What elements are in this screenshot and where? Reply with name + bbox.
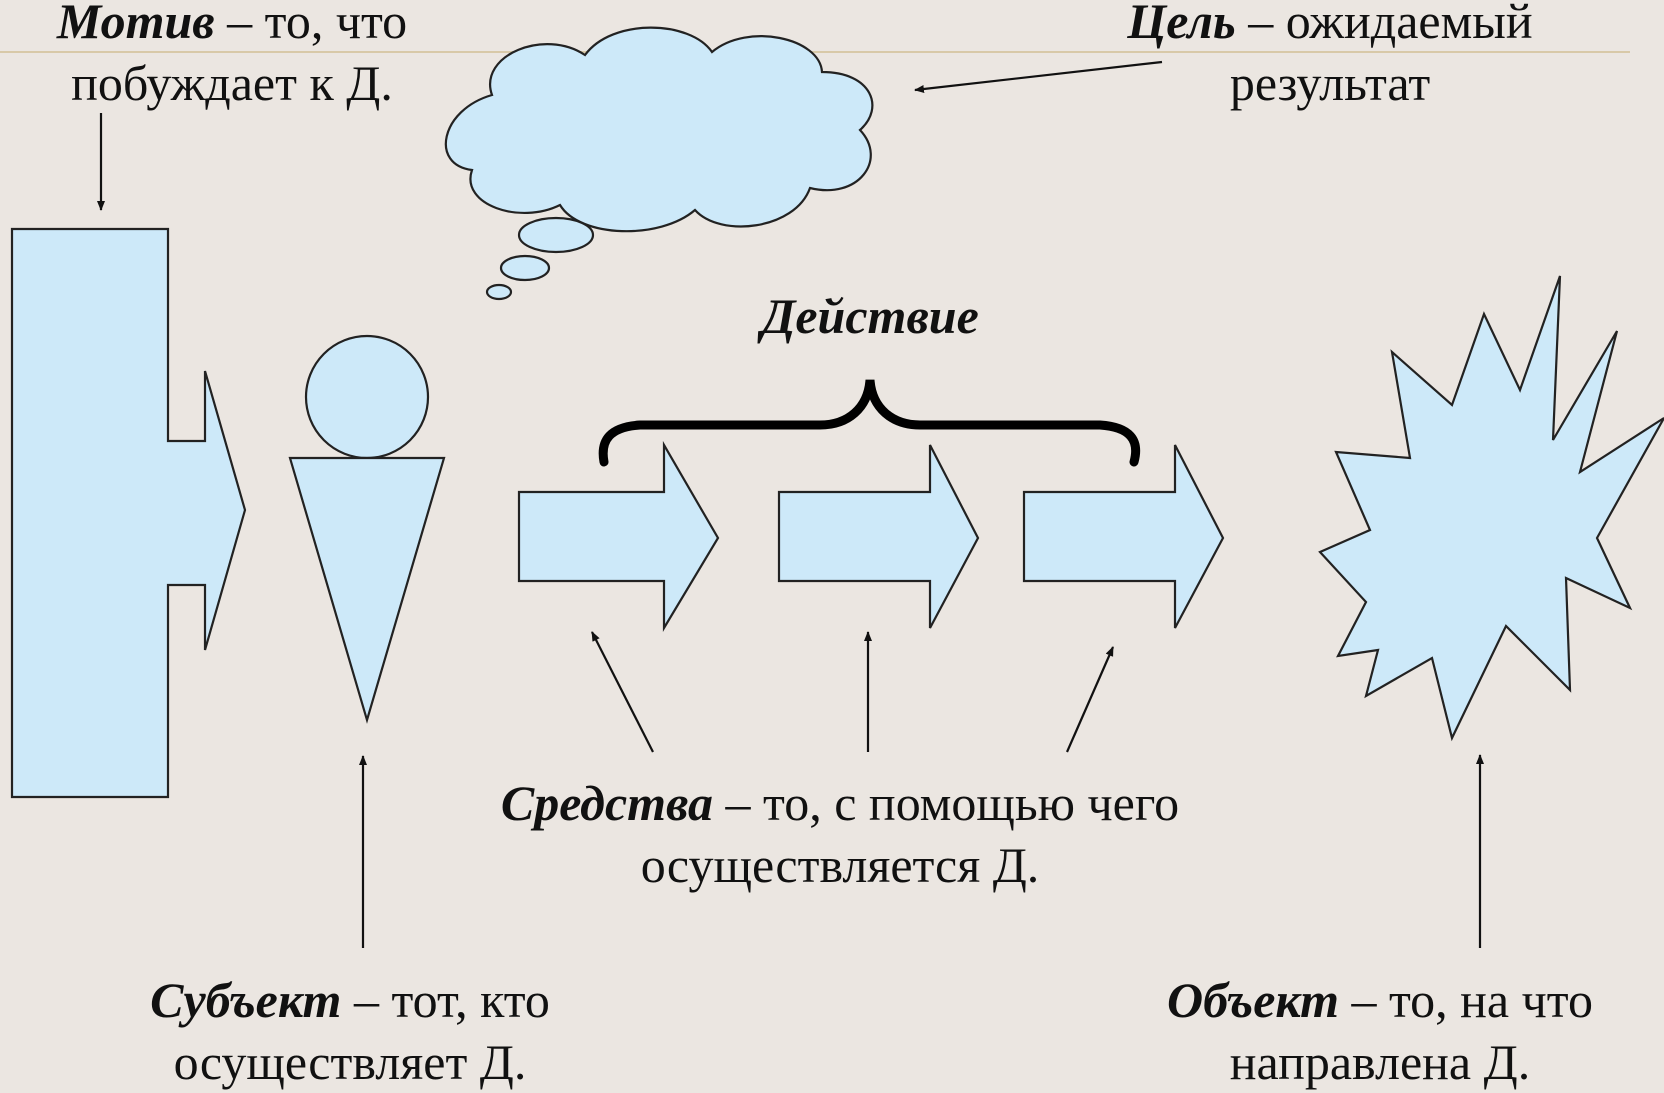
means-term: Средства [500, 775, 714, 831]
motive-definition-line2: побуждает к Д. [71, 55, 393, 111]
goal-term: Цель [1127, 0, 1236, 49]
motive-term: Мотив [56, 0, 215, 49]
object-definition-line2: направлена Д. [1229, 1034, 1531, 1090]
object-definition: – то, на что [1338, 972, 1593, 1028]
motive-definition: – то, что [214, 0, 408, 49]
means-label: Средства – то, с помощью чего осуществля… [440, 772, 1240, 896]
subject-definition-line2: осуществляет Д. [173, 1034, 527, 1090]
goal-definition: – ожидаемый [1235, 0, 1533, 49]
subject-definition: – тот, кто [341, 972, 550, 1028]
person-figure-icon [288, 334, 446, 724]
motive-label: Мотив – то, что побуждает к Д. [22, 0, 442, 114]
action-label: Действие [700, 285, 1040, 347]
goal-label: Цель – ожидаемый результат [1070, 0, 1590, 114]
means-definition-line2: осуществляется Д. [640, 837, 1040, 893]
means-pointer-arrow-left [591, 631, 654, 753]
action-term: Действие [761, 288, 979, 344]
means-pointer-arrow-right [1065, 646, 1115, 753]
block-arrow-icon [777, 444, 980, 629]
block-arrow-icon [1022, 444, 1225, 629]
block-arrow-icon [517, 440, 720, 632]
notched-block-arrow-icon [10, 227, 247, 799]
explosion-burst-icon [1318, 275, 1664, 742]
subject-term: Субъект [150, 972, 342, 1028]
object-term: Объект [1167, 972, 1339, 1028]
thought-cloud-icon [444, 26, 874, 301]
action-brace [598, 379, 1141, 467]
subject-label: Субъект – тот, кто осуществляет Д. [100, 969, 600, 1093]
goal-definition-line2: результат [1229, 55, 1431, 111]
goal-pointer-arrow [914, 60, 1163, 93]
object-label: Объект – то, на что направлена Д. [1130, 969, 1630, 1093]
means-definition: – то, с помощью чего [713, 775, 1180, 831]
